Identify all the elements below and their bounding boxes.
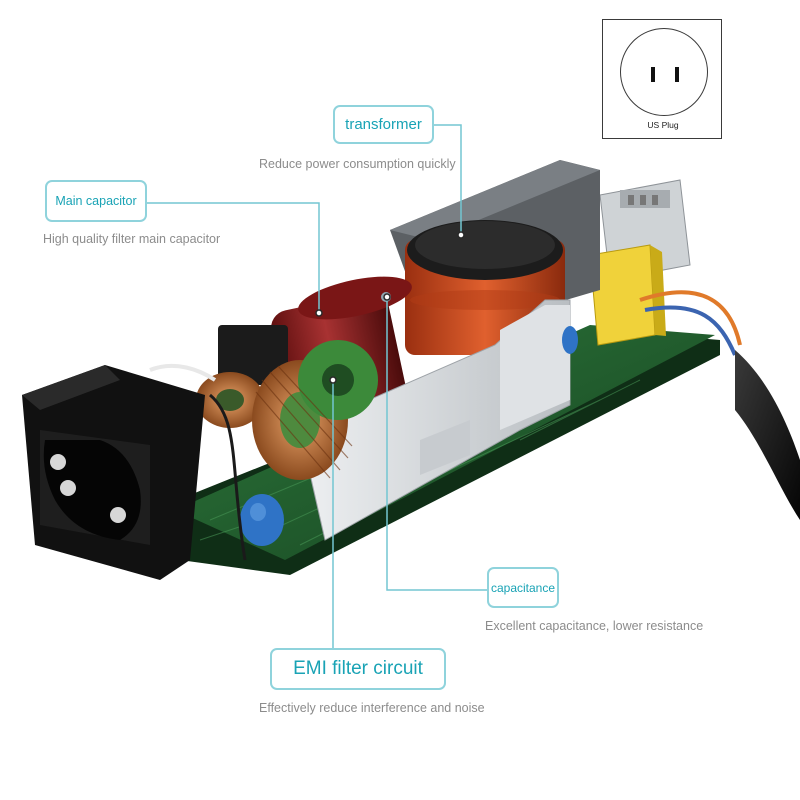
transformer-description: Reduce power consumption quickly bbox=[259, 157, 456, 171]
emi-choke-housing bbox=[218, 325, 288, 385]
aluminum-heatsink bbox=[299, 299, 571, 541]
capacitance-description: Excellent capacitance, lower resistance bbox=[485, 619, 704, 633]
leader-lines bbox=[147, 124, 489, 648]
blue-ceramic-capacitors bbox=[240, 326, 578, 546]
main-capacitor-description: High quality filter main capacitor bbox=[43, 232, 221, 246]
yellow-capacitor bbox=[589, 244, 666, 346]
us-plug-label: US Plug bbox=[647, 120, 679, 130]
ac-inlet-connector bbox=[22, 365, 205, 580]
us-plug-outlet-icon bbox=[620, 28, 708, 116]
main-capacitor-callout: Main capacitor bbox=[45, 180, 147, 222]
output-cable bbox=[639, 290, 800, 520]
emi-filter-callout: EMI filter circuit bbox=[270, 648, 446, 690]
emi-filter-description: Effectively reduce interference and nois… bbox=[259, 701, 485, 715]
us-plug-panel: US Plug bbox=[602, 19, 722, 139]
internal-wires bbox=[149, 363, 247, 561]
main-capacitor-leader-line bbox=[147, 202, 320, 310]
plug-prong-left bbox=[651, 67, 655, 82]
capacitance-callout: capacitance bbox=[487, 567, 559, 608]
plug-prong-right bbox=[675, 67, 679, 82]
capacitance-leader-line bbox=[386, 300, 489, 591]
transformer-callout: transformer bbox=[333, 105, 434, 144]
emi-toroid-coils bbox=[196, 340, 378, 480]
transformer-leader-line bbox=[434, 124, 462, 233]
